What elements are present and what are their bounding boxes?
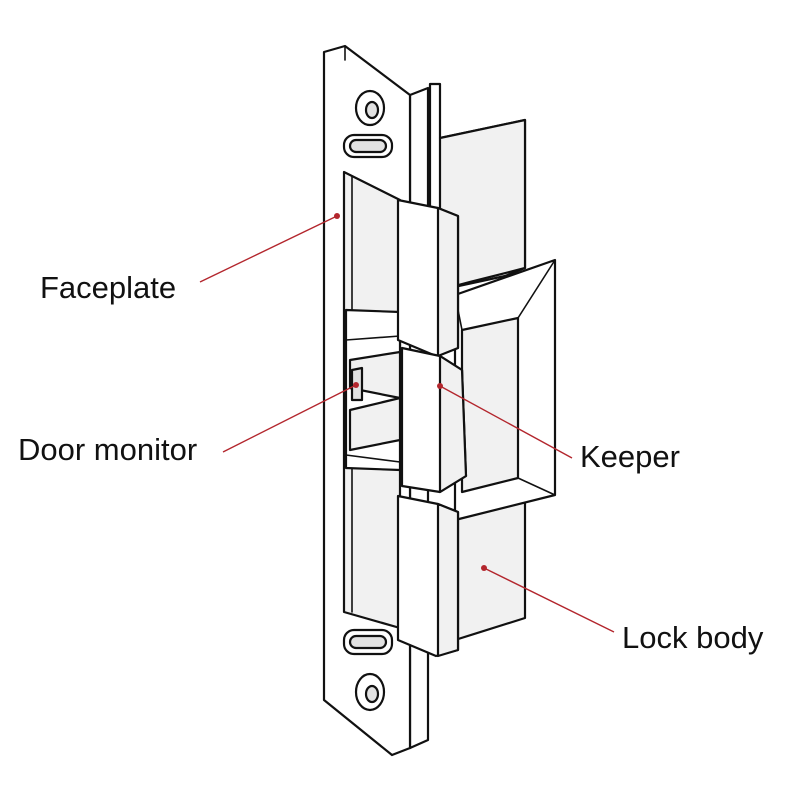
lock-body-leader-dot	[481, 565, 487, 571]
lock-body-leader	[483, 567, 615, 633]
lock-body-label: Lock body	[622, 620, 764, 655]
faceplate-leader	[199, 215, 338, 283]
keeper-illustration	[396, 198, 468, 658]
faceplate-label: Faceplate	[40, 270, 176, 305]
door-monitor-leader	[222, 384, 357, 453]
door-monitor-leader-dot	[353, 382, 359, 388]
faceplate-leader-dot	[334, 213, 340, 219]
keeper-leader	[439, 385, 573, 459]
keeper-label: Keeper	[580, 439, 680, 474]
leader-lines	[199, 213, 615, 633]
keeper-frame	[453, 258, 557, 522]
keeper-leader-dot	[437, 383, 443, 389]
door-monitor-illustration	[344, 308, 402, 472]
door-monitor-label: Door monitor	[18, 432, 197, 467]
